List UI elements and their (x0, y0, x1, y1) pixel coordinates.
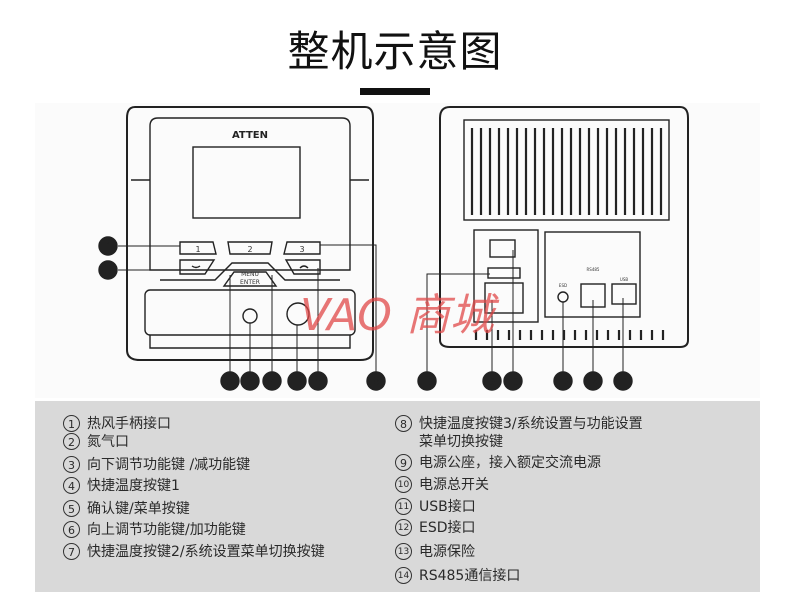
callouts: 5 2 7 1 6 8 4 3 13 9 10 12 14 11 (98, 236, 633, 391)
svg-text:4: 4 (104, 239, 112, 253)
svg-text:2: 2 (246, 374, 254, 388)
usb-label: USB (620, 277, 628, 282)
callout-10: 10 (503, 371, 523, 391)
callout-8: 8 (366, 371, 386, 391)
brand-logo: ATTEN (232, 130, 268, 141)
svg-text:11: 11 (617, 377, 630, 388)
callout-6: 6 (308, 371, 328, 391)
enter-label: ENTER (240, 279, 260, 286)
front-view: ATTEN 1 2 3 MENU ENTER (118, 106, 377, 372)
callout-5: 5 (220, 371, 240, 391)
svg-text:13: 13 (421, 377, 434, 388)
page-title: 整机示意图 (287, 27, 503, 76)
button-1-label: 1 (195, 245, 200, 254)
callout-7: 7 (262, 371, 282, 391)
usb-port (611, 283, 637, 305)
button-1[interactable]: 1 (179, 241, 217, 255)
callout-4: 4 (98, 236, 118, 256)
button-3[interactable]: 3 (283, 241, 321, 255)
button-3-label: 3 (299, 245, 304, 254)
esd-label: ESD (559, 283, 567, 288)
menu-enter-button[interactable]: MENU ENTER (222, 271, 278, 287)
button-2[interactable]: 2 (227, 241, 273, 255)
svg-text:9: 9 (489, 377, 495, 388)
hot-air-handle-port (286, 302, 310, 326)
back-view: ESD RS485 USB (426, 106, 689, 372)
legend-item-continued: 菜单切换按键 (419, 434, 503, 450)
callout-13: 13 (417, 371, 437, 391)
power-switch[interactable] (489, 239, 516, 258)
svg-text:3: 3 (104, 263, 112, 277)
callout-14: 14 (583, 371, 603, 391)
ac-power-inlet (484, 282, 524, 314)
watermark: VAO 商城 (300, 290, 500, 341)
diagram-panel (35, 103, 760, 398)
svg-text:5: 5 (226, 374, 234, 388)
svg-text:1: 1 (293, 374, 301, 388)
callout-12: 12 (553, 371, 573, 391)
callout-2: 2 (240, 371, 260, 391)
title-underline (360, 88, 430, 95)
fuse-holder (487, 267, 521, 279)
svg-text:12: 12 (557, 377, 570, 388)
svg-text:6: 6 (314, 374, 322, 388)
svg-text:8: 8 (372, 374, 380, 388)
svg-text:10: 10 (507, 377, 520, 388)
callout-11: 11 (613, 371, 633, 391)
down-button[interactable] (179, 259, 216, 275)
esd-port (557, 291, 569, 303)
nitrogen-port (242, 308, 258, 324)
menu-label: MENU (241, 271, 259, 278)
svg-text:7: 7 (268, 374, 276, 388)
callout-1: 1 (287, 371, 307, 391)
rs485-label: RS485 (587, 267, 600, 272)
callout-3: 3 (98, 260, 118, 280)
callout-9: 9 (482, 371, 502, 391)
svg-text:14: 14 (587, 377, 600, 388)
button-2-label: 2 (247, 245, 252, 254)
up-button[interactable] (284, 259, 321, 275)
